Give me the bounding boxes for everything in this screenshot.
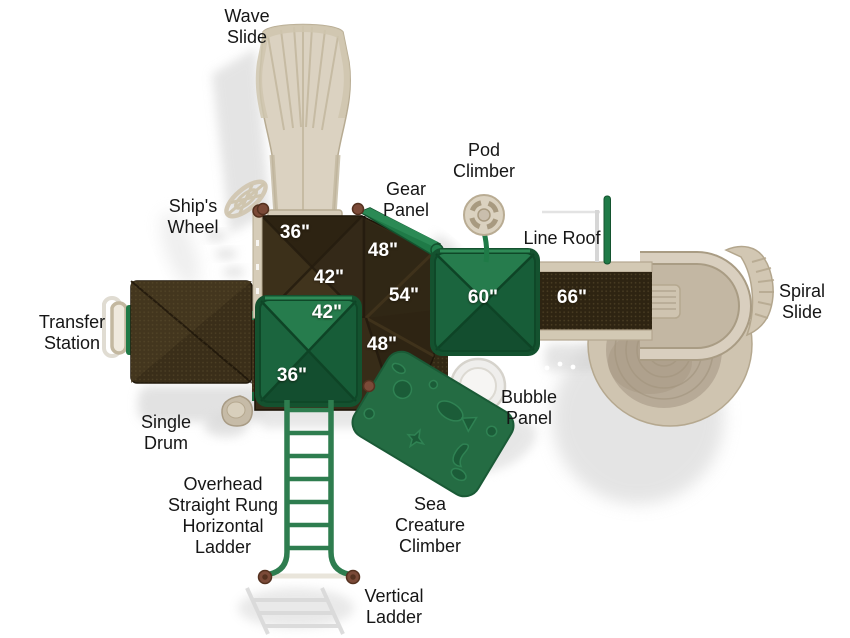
pod-post	[481, 231, 490, 263]
label-wave-slide: Wave Slide	[224, 6, 270, 48]
deck-height-36-upper: 36"	[279, 222, 311, 243]
label-overhead-ladder: Overhead Straight Rung Horizontal Ladder	[167, 474, 279, 558]
transfer-handrail	[110, 301, 128, 355]
deck-height-42-upper: 42"	[313, 267, 345, 288]
label-sea-creature-climber: Sea Creature Climber	[394, 494, 466, 557]
label-vertical-ladder: Vertical Ladder	[364, 586, 424, 628]
slide-enclosure-wall	[640, 253, 751, 359]
deck-height-48-upper: 48"	[367, 240, 399, 261]
deck-height-36-lower: 36"	[276, 365, 308, 386]
deck-height-66: 66"	[556, 287, 588, 308]
label-spiral-slide: Spiral Slide	[778, 281, 826, 323]
wave-slide-rails	[255, 24, 351, 118]
ladder-anchors	[257, 569, 361, 585]
deck-height-42-lower: 42"	[311, 302, 343, 323]
label-gear-panel: Gear Panel	[382, 179, 430, 221]
bridge-rail-top	[535, 261, 653, 273]
shadow-highlights	[505, 361, 576, 375]
ladder	[257, 400, 361, 585]
label-single-drum: Single Drum	[140, 412, 192, 454]
single-drum	[221, 395, 253, 427]
wave-slide	[255, 23, 352, 300]
sea-creature-climber	[351, 350, 515, 498]
line-roof-posts	[542, 195, 611, 265]
roof-36-42	[255, 295, 362, 407]
deck-anchors	[256, 202, 376, 393]
deck-height-60: 60"	[467, 287, 499, 308]
pod-climber	[463, 194, 505, 263]
deck-height-54: 54"	[388, 285, 420, 306]
bridge-rail-bottom	[535, 329, 653, 341]
spiral-slide-exit	[724, 245, 774, 337]
label-transfer-station: Transfer Station	[38, 312, 106, 354]
label-ships-wheel: Ship's Wheel	[167, 196, 219, 238]
bridge-66	[535, 261, 653, 341]
ladder-shadow	[245, 587, 345, 635]
label-line-roof: Line Roof	[523, 228, 601, 248]
label-pod-climber: Pod Climber	[452, 140, 516, 182]
deck-height-48-lower: 48"	[366, 334, 398, 355]
label-bubble-panel: Bubble Panel	[500, 387, 558, 429]
